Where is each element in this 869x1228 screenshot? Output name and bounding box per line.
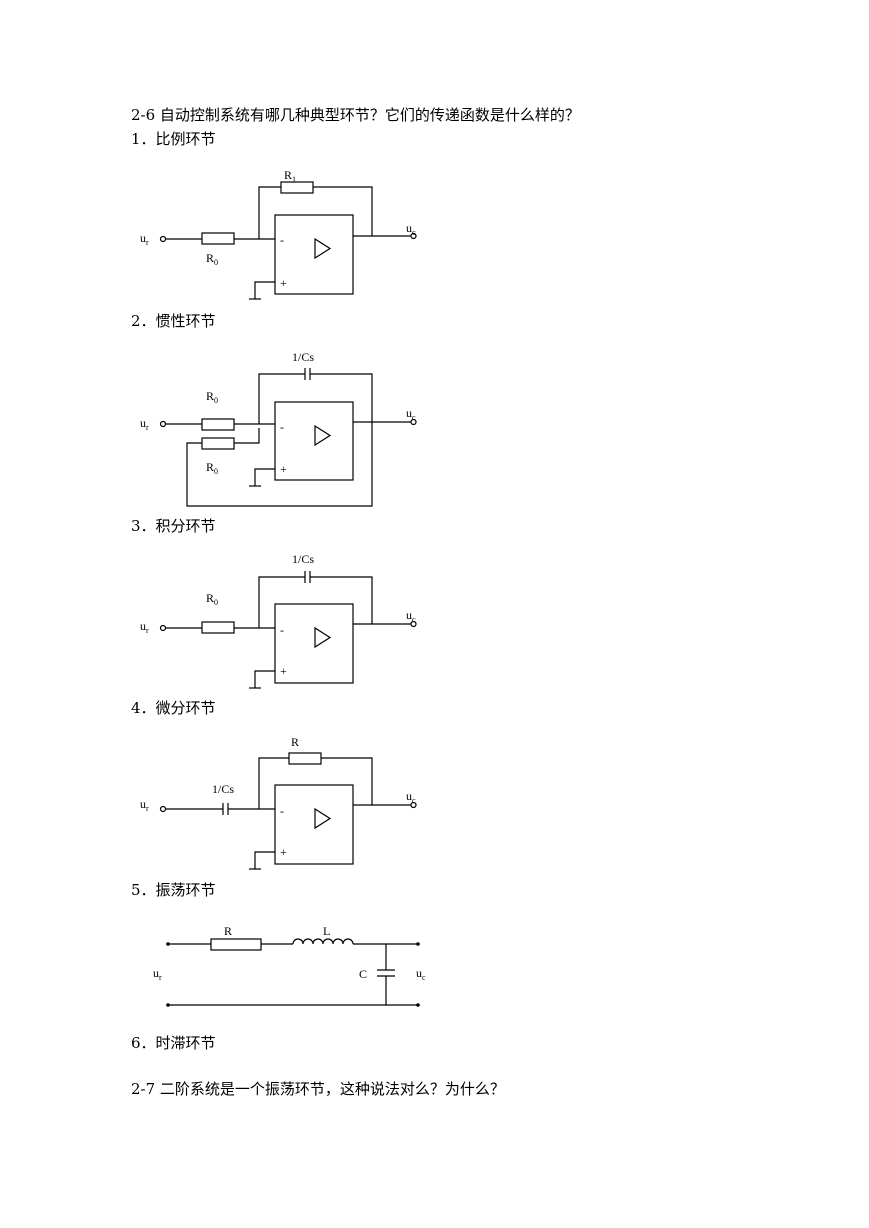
label-capacitor: 1/Cs [212,782,234,796]
label-uc: uc [406,406,416,422]
opamp-body [274,401,354,481]
output-terminal [410,418,417,426]
opamp-plus-label: + [280,462,287,476]
opamp-minus-label: - [280,804,284,818]
item-5-heading: 5．振荡环节 [131,881,216,899]
item-3-heading: 3．积分环节 [131,517,216,535]
label-ur: ur [140,619,149,635]
label-r0-top: R0 [206,389,218,405]
label-l: L [323,924,330,938]
label-ur: ur [140,416,149,432]
label-r0: R0 [206,591,218,607]
label-ur: ur [140,797,149,813]
label-uc: uc [406,608,416,624]
opamp-minus-label: - [280,420,284,434]
label-c: C [359,967,367,981]
label-capacitor: 1/Cs [292,552,314,566]
label-ur: ur [140,231,149,247]
item-4-heading: 4．微分环节 [131,699,216,717]
label-capacitor: 1/Cs [292,350,314,364]
opamp-plus-label: + [280,664,287,678]
item-1-heading: 1．比例环节 [131,130,216,148]
label-r: R [224,924,232,938]
inductor-l [292,938,354,945]
item-6-heading: 6．时滞环节 [131,1034,216,1052]
opamp-plus-label: + [280,845,287,859]
label-r0: R0 [206,251,218,267]
opamp-body [274,603,354,684]
output-terminal [410,232,417,240]
opamp-triangle-icon [314,424,332,447]
opamp-body [274,784,354,865]
output-terminal [410,801,417,809]
output-node-bottom [416,1003,420,1007]
label-r: R [291,735,299,749]
opamp-triangle-icon [314,626,332,649]
opamp-minus-label: - [280,233,284,247]
item-2-heading: 2．惯性环节 [131,312,216,330]
output-node-top [416,942,420,946]
question-2-7-title: 2-7 二阶系统是一个振荡环节，这种说法对么？为什么？ [131,1080,505,1098]
question-2-6-title: 2-6 自动控制系统有哪几种典型环节？它们的传递函数是什么样的？ [131,106,580,124]
label-ur: ur [153,966,162,982]
opamp-minus-label: - [280,623,284,637]
output-terminal [410,620,417,628]
label-uc: uc [406,789,416,805]
opamp-body [274,214,354,295]
label-uc: uc [416,966,426,982]
label-uc: uc [406,221,416,237]
resistor-r [210,938,262,951]
label-r1: R1 [284,168,296,184]
label-r0-bottom: R0 [206,460,218,476]
opamp-triangle-icon [314,807,332,830]
opamp-plus-label: + [280,276,287,290]
opamp-triangle-icon [314,237,332,260]
